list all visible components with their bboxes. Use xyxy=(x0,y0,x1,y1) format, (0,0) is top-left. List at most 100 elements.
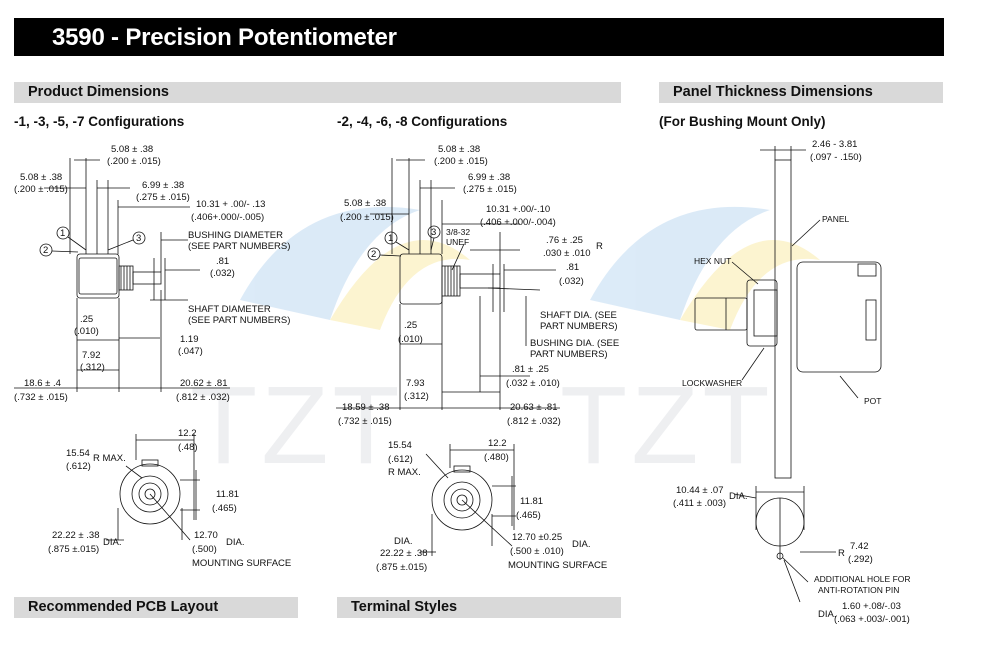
mf-w1b: (.480) xyxy=(484,452,509,463)
left-dim-6a: .25 xyxy=(80,314,93,325)
mid-dim-7b: (.010) xyxy=(398,334,423,345)
mid-dim-4b: (.406 +.000/-.004) xyxy=(480,217,556,228)
pv-r1a: 7.42 xyxy=(850,541,869,552)
pv-r1b: (.292) xyxy=(848,554,873,565)
lf-r1b: (.612) xyxy=(66,461,91,472)
left-dim-9a: 18.6 ± .4 xyxy=(24,378,61,389)
pv-t1a: 2.46 - 3.81 xyxy=(812,139,857,150)
mid-thread-1: 3/8-32 xyxy=(446,227,470,237)
lf-r1a: 15.54 xyxy=(66,448,90,459)
left-terminal-2: 2 xyxy=(43,245,48,256)
mf-w1a: 12.2 xyxy=(488,438,507,449)
left-dim-2b: (.200 ± .015) xyxy=(14,184,68,195)
pv-dia2b: (.063 +.003/-.001) xyxy=(834,614,910,625)
left-dim-4a: 10.31 + .00/- .13 xyxy=(196,199,265,210)
mid-shaft-2: PART NUMBERS) xyxy=(540,321,618,332)
mid-dim-10b: (.732 ± .015) xyxy=(338,416,392,427)
mf-h1b: (.465) xyxy=(516,510,541,521)
left-side-view xyxy=(14,158,230,392)
section-title: Terminal Styles xyxy=(351,599,458,615)
mf-dia1b: (.875 ±.015) xyxy=(376,562,427,573)
watermark-left: TZT xyxy=(190,364,404,487)
lf-dia2d: DIA. xyxy=(226,537,244,548)
mf-dia2d: DIA. xyxy=(572,539,590,550)
left-dim-1a: 5.08 ± .38 xyxy=(111,144,153,155)
panel-view xyxy=(694,146,882,603)
title-bar: 3590 - Precision Potentiometer xyxy=(14,18,944,56)
mf-dia2b: (.500 ± .010) xyxy=(510,546,564,557)
mid-dim-11b: (.812 ± .032) xyxy=(507,416,561,427)
left-dim-5a: .81 xyxy=(216,256,229,267)
section-terminal-styles: Terminal Styles xyxy=(337,597,621,618)
pv-t1b: (.097 - .150) xyxy=(810,152,862,163)
pv-add1: ADDITIONAL HOLE FOR xyxy=(814,574,911,584)
mid-dim-5b: .030 ± .010 xyxy=(543,248,590,259)
mid-terminal-2: 2 xyxy=(371,249,376,260)
mf-dia1a: 22.22 ± .38 xyxy=(380,548,427,559)
pv-pot: POT xyxy=(864,396,881,406)
pv-h1a: 10.44 ± .07 xyxy=(676,485,723,496)
mid-dim-6b: (.032) xyxy=(559,276,584,287)
pv-hexnut: HEX NUT xyxy=(694,256,731,266)
config-even-title: -2, -4, -6, -8 Configurations xyxy=(337,114,508,129)
left-dim-9b: (.732 ± .015) xyxy=(14,392,68,403)
mid-dim-3b: (.200 ± .015) xyxy=(340,212,394,223)
left-dim-2a: 5.08 ± .38 xyxy=(20,172,62,183)
pv-h1b: (.411 ± .003) xyxy=(673,498,726,509)
mid-dim-9a: 7.93 xyxy=(406,378,425,389)
lf-w1b: (.48) xyxy=(178,442,198,453)
mid-dim-2a: 6.99 ± .38 xyxy=(468,172,510,183)
mf-r1r: R MAX. xyxy=(388,467,421,478)
left-dim-8b: (.312) xyxy=(80,362,105,373)
lf-dia2a: 12.70 xyxy=(194,530,218,541)
pv-r1r: R xyxy=(838,548,845,559)
left-dim-3b: (.275 ± .015) xyxy=(136,192,190,203)
mid-dim-9b: (.312) xyxy=(404,391,429,402)
mid-dim-6a: .81 xyxy=(566,262,579,273)
middle-side-view xyxy=(336,158,560,410)
mf-r1a: 15.54 xyxy=(388,440,412,451)
page-title: 3590 - Precision Potentiometer xyxy=(52,24,397,51)
watermark-right: TZT xyxy=(560,364,774,487)
section-pcb-layout: Recommended PCB Layout xyxy=(14,597,298,618)
left-dim-10b: (.812 ± .032) xyxy=(176,392,230,403)
left-shaft-1: SHAFT DIAMETER xyxy=(188,304,271,315)
left-shaft-2: (SEE PART NUMBERS) xyxy=(188,315,290,326)
mid-dim-8a: .81 ± .25 xyxy=(512,364,549,375)
lf-r1r: R MAX. xyxy=(93,453,126,464)
left-dim-10a: 20.62 ± .81 xyxy=(180,378,227,389)
mid-thread-2: UNEF xyxy=(446,237,469,247)
left-dim-8a: 7.92 xyxy=(82,350,101,361)
middle-front-view xyxy=(420,444,516,556)
left-dim-7b: (.047) xyxy=(178,346,203,357)
mid-dim-8b: (.032 ± .010) xyxy=(506,378,560,389)
lf-dia1a: 22.22 ± .38 xyxy=(52,530,99,541)
left-dim-1b: (.200 ± .015) xyxy=(107,156,161,167)
mid-dim-4a: 10.31 +.00/-.10 xyxy=(486,204,550,215)
mid-dim-1b: (.200 ± .015) xyxy=(434,156,488,167)
left-bushing-1: BUSHING DIAMETER xyxy=(188,230,283,241)
section-panel-thickness: Panel Thickness Dimensions xyxy=(659,82,943,103)
section-title: Panel Thickness Dimensions xyxy=(673,84,873,100)
mid-shaft-1: SHAFT DIA. (SEE xyxy=(540,310,617,321)
lf-w1a: 12.2 xyxy=(178,428,197,439)
mid-dim-1a: 5.08 ± .38 xyxy=(438,144,480,155)
pv-lockwasher: LOCKWASHER xyxy=(682,378,742,388)
left-dim-7a: 1.19 xyxy=(180,334,199,345)
section-title: Product Dimensions xyxy=(28,84,169,100)
mid-terminal-3: 3 xyxy=(431,227,436,238)
section-product-dimensions: Product Dimensions xyxy=(14,82,621,103)
lf-dia1d: DIA. xyxy=(103,537,121,548)
bushing-mount-title: (For Bushing Mount Only) xyxy=(659,114,826,129)
left-dim-4b: (.406+.000/-.005) xyxy=(191,212,264,223)
left-bushing-2: (SEE PART NUMBERS) xyxy=(188,241,290,252)
pv-add2: ANTI-ROTATION PIN xyxy=(818,585,899,595)
lf-mount: MOUNTING SURFACE xyxy=(192,558,291,569)
mid-dim-7a: .25 xyxy=(404,320,417,331)
left-dim-6b: (.010) xyxy=(74,326,99,337)
mf-r1b: (.612) xyxy=(388,454,413,465)
left-front-view xyxy=(106,434,200,541)
mf-dia1d: DIA. xyxy=(394,536,412,547)
left-terminal-1: 1 xyxy=(60,228,65,239)
